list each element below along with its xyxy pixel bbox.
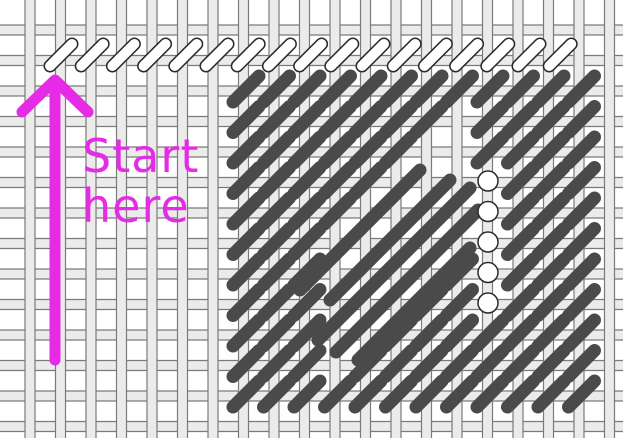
pending-stitch-dot <box>478 232 498 252</box>
here-label: here <box>82 179 190 233</box>
mesh-thread-vertical <box>605 0 615 438</box>
pending-stitch-dot <box>478 202 498 222</box>
start-label: Start <box>82 129 199 183</box>
pending-stitch-dot <box>478 293 498 313</box>
pending-stitch-dot <box>478 263 498 283</box>
mesh-thread-vertical <box>25 0 35 438</box>
pending-stitch-dot <box>478 171 498 191</box>
